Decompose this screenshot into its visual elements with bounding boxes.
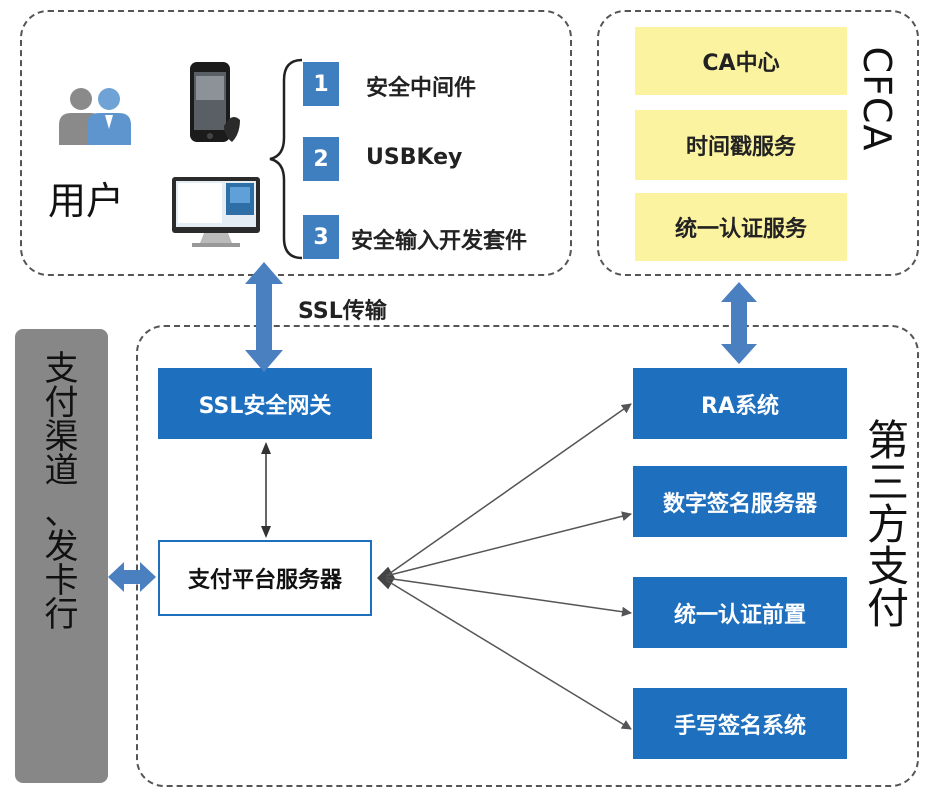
item-number-3: 3 bbox=[303, 215, 339, 259]
ssl-transfer-label: SSL传输 bbox=[298, 299, 387, 324]
cfca-service-timestamp: 时间戳服务 bbox=[635, 110, 847, 180]
smartphone-icon bbox=[188, 60, 242, 146]
item-label-secure-input-kit: 安全输入开发套件 bbox=[351, 229, 528, 254]
users-icon bbox=[55, 85, 135, 147]
server-fanout-arrows bbox=[376, 403, 632, 730]
handwritten-signature-system: 手写签名系统 bbox=[633, 688, 847, 759]
item-number-2: 2 bbox=[303, 137, 339, 181]
cfca-service-ca-center: CA中心 bbox=[635, 27, 847, 95]
brace-shape bbox=[268, 58, 304, 260]
gateway-server-thin-arrow bbox=[261, 442, 271, 538]
item-label-usbkey: USBKey bbox=[366, 145, 463, 170]
item-number-1: 1 bbox=[303, 62, 339, 106]
cfca-ra-double-arrow bbox=[721, 282, 757, 364]
payment-platform-server: 支付平台服务器 bbox=[158, 540, 372, 616]
third-party-payment-title: 第 三 方 支 付 bbox=[866, 416, 909, 633]
unified-auth-front: 统一认证前置 bbox=[633, 577, 847, 648]
digital-signature-server: 数字签名服务器 bbox=[633, 466, 847, 537]
item-label-security-middleware: 安全中间件 bbox=[366, 76, 477, 101]
ssl-security-gateway: SSL安全网关 bbox=[158, 368, 372, 439]
channel-payment-double-arrow bbox=[108, 562, 156, 592]
payment-channel-bar bbox=[15, 329, 108, 783]
payment-channel-label: 支 付 渠 道 、 发 卡 行 bbox=[44, 349, 79, 635]
monitor-icon bbox=[170, 175, 262, 249]
ra-system: RA系统 bbox=[633, 368, 847, 439]
cfca-service-unified-auth: 统一认证服务 bbox=[635, 193, 847, 261]
user-label: 用户 bbox=[48, 179, 125, 223]
ssl-transfer-double-arrow bbox=[245, 262, 283, 372]
